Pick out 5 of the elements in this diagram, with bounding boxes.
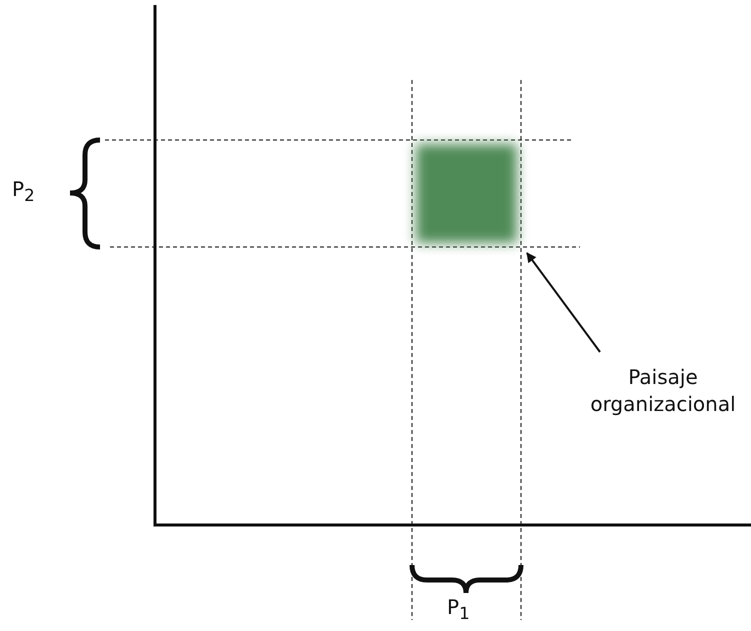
leader-arrow	[526, 252, 601, 353]
axis-label: P$_{2}$	[12, 176, 35, 207]
shaded-square	[416, 144, 517, 243]
axis-label: P$_{1}$	[447, 594, 470, 625]
callout-label: Paisaje organizacional	[583, 364, 743, 418]
